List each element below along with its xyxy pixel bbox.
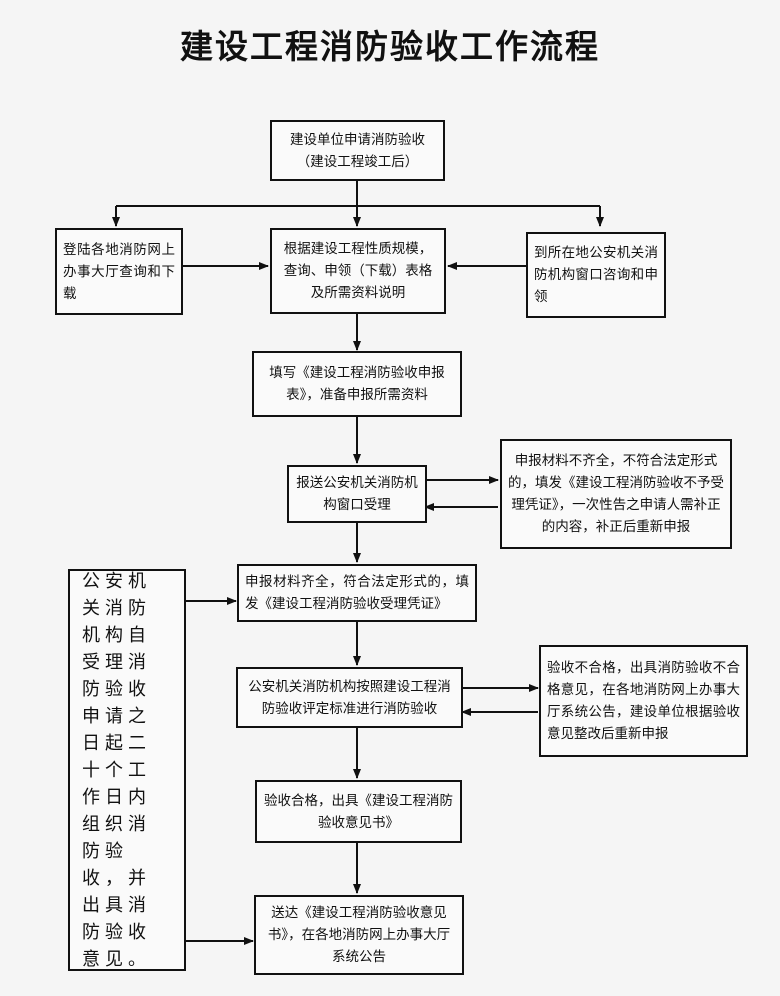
step-incomplete-text: 申报材料不齐全，不符合法定形式的，填发《建设工程消防验收不予受理凭证》，一次性告… bbox=[508, 453, 724, 535]
step-deadline-note: 公安机关消防机构自受理消防验收申请之日起二十个工作日内组织消防验收，并出具消防验… bbox=[68, 569, 186, 971]
step-window-query: 到所在地公安机关消防机构窗口咨询和申领 bbox=[526, 232, 666, 318]
step-passed: 验收合格，出具《建设工程消防验收意见书》 bbox=[255, 780, 462, 843]
step-apply-text: 建设单位申请消防验收（建设工程竣工后） bbox=[290, 131, 425, 170]
step-inspect: 公安机关消防机构按照建设工程消防验收评定标准进行消防验收 bbox=[236, 667, 463, 728]
page-title: 建设工程消防验收工作流程 bbox=[180, 27, 600, 66]
step-online-query: 登陆各地消防网上办事大厅查询和下载 bbox=[55, 228, 183, 315]
step-deliver: 送达《建设工程消防验收意见书》，在各地消防网上办事大厅系统公告 bbox=[254, 895, 464, 975]
step-submit-text: 报送公安机关消防机构窗口受理 bbox=[296, 475, 418, 513]
step-deadline-text: 公安机关消防机构自受理消防验收申请之日起二十个工作日内组织消防验收，并出具消防验… bbox=[82, 570, 151, 970]
step-apply: 建设单位申请消防验收（建设工程竣工后） bbox=[270, 120, 445, 181]
step-accepted-text: 申报材料齐全，符合法定形式的，填发《建设工程消防验收受理凭证》 bbox=[245, 574, 469, 612]
step-failed: 验收不合格，出具消防验收不合格意见，在各地消防网上办事大厅系统公告，建设单位根据… bbox=[539, 645, 748, 757]
step-accepted: 申报材料齐全，符合法定形式的，填发《建设工程消防验收受理凭证》 bbox=[237, 564, 477, 622]
step-requirements-text: 根据建设工程性质规模，查询、申领（下载）表格及所需资料说明 bbox=[283, 241, 433, 301]
step-window-query-text: 到所在地公安机关消防机构窗口咨询和申领 bbox=[534, 245, 658, 305]
step-submit: 报送公安机关消防机构窗口受理 bbox=[287, 465, 427, 523]
step-inspect-text: 公安机关消防机构按照建设工程消防验收评定标准进行消防验收 bbox=[248, 678, 451, 717]
step-fill-form: 填写《建设工程消防验收申报表》，准备申报所需资料 bbox=[252, 351, 462, 417]
step-failed-text: 验收不合格，出具消防验收不合格意见，在各地消防网上办事大厅系统公告，建设单位根据… bbox=[547, 660, 740, 742]
step-deliver-text: 送达《建设工程消防验收意见书》，在各地消防网上办事大厅系统公告 bbox=[267, 905, 451, 965]
step-passed-text: 验收合格，出具《建设工程消防验收意见书》 bbox=[264, 792, 453, 831]
step-incomplete: 申报材料不齐全，不符合法定形式的，填发《建设工程消防验收不予受理凭证》，一次性告… bbox=[500, 439, 732, 549]
step-requirements: 根据建设工程性质规模，查询、申领（下载）表格及所需资料说明 bbox=[270, 228, 446, 314]
step-fill-form-text: 填写《建设工程消防验收申报表》，准备申报所需资料 bbox=[269, 365, 445, 403]
step-online-query-text: 登陆各地消防网上办事大厅查询和下载 bbox=[63, 241, 175, 302]
